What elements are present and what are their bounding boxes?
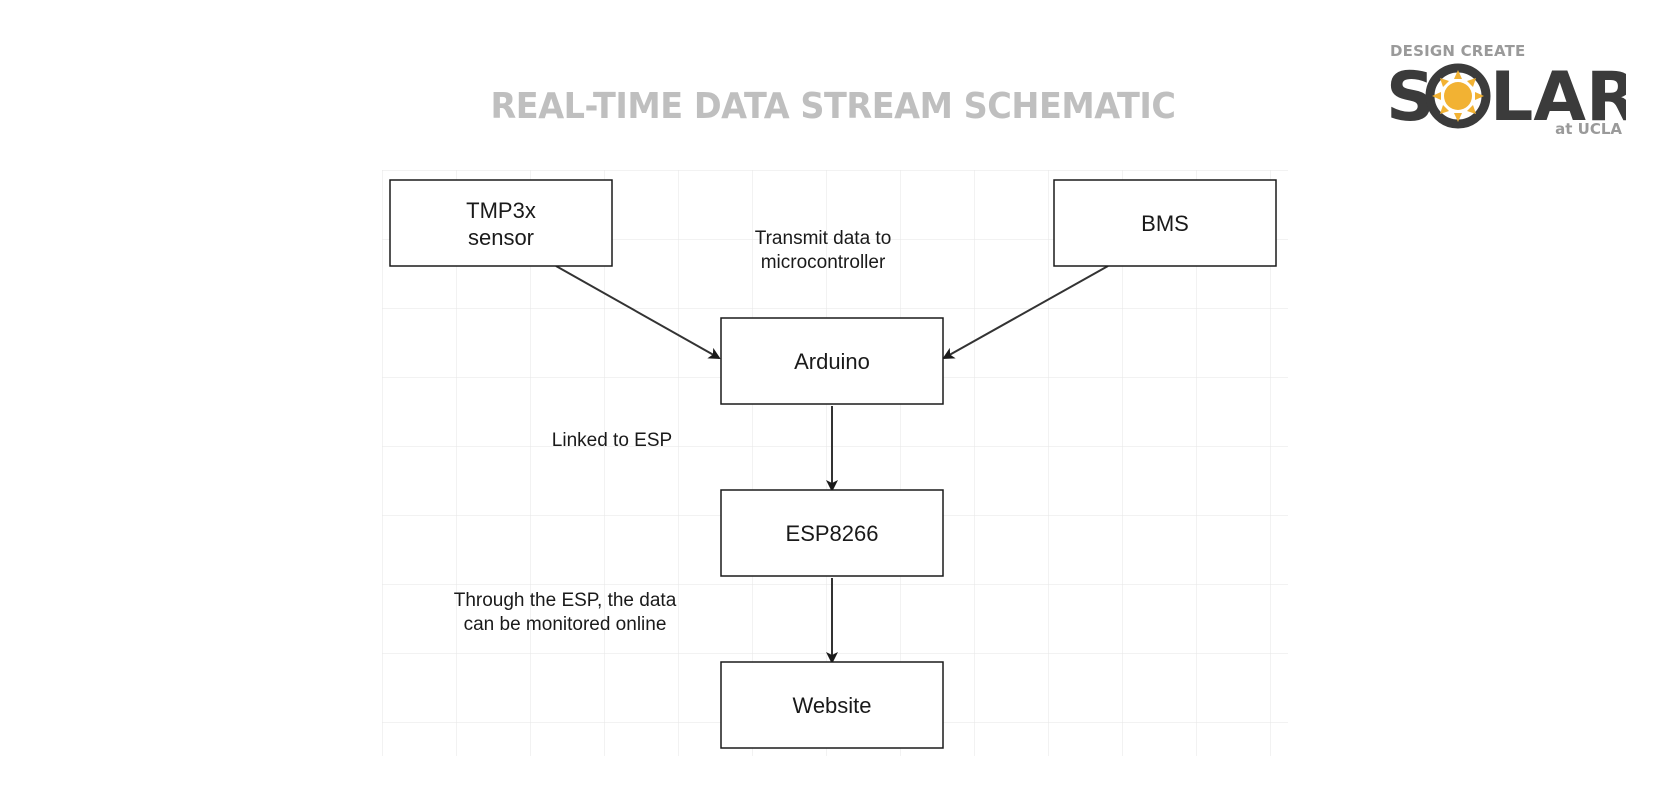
annotation-transmit-line2: microcontroller <box>761 252 886 273</box>
node-esp8266: ESP8266 <box>720 489 944 577</box>
logo-sub-text: at UCLA <box>1555 120 1622 138</box>
solar-wordmark: S LAR <box>1386 58 1626 137</box>
schematic-diagram: TMP3x sensor BMS Arduino ESP8266 Website… <box>382 170 1288 756</box>
node-bms-label: BMS <box>1141 211 1189 236</box>
arrow-bms-to-arduino <box>942 265 1109 359</box>
sun-icon <box>1425 63 1491 129</box>
node-arduino-label: Arduino <box>794 349 870 374</box>
node-tmp3x-sensor: TMP3x sensor <box>389 179 613 267</box>
logo-letters-lar: LAR <box>1490 58 1626 137</box>
node-bms: BMS <box>1053 179 1277 267</box>
node-esp8266-label: ESP8266 <box>786 521 879 546</box>
node-tmp3x-label-line1: TMP3x <box>466 198 536 223</box>
annotation-through-esp-line1: Through the ESP, the data <box>454 590 677 611</box>
node-arduino: Arduino <box>720 317 944 405</box>
annotation-linked-to-esp: Linked to ESP <box>552 430 672 451</box>
slide-title: REAL-TIME DATA STREAM SCHEMATIC <box>490 86 1176 127</box>
annotation-transmit-line1: Transmit data to <box>755 228 892 249</box>
node-website: Website <box>720 661 944 749</box>
node-tmp3x-label-line2: sensor <box>468 225 534 250</box>
arrow-tmp3x-to-arduino <box>555 265 721 359</box>
schematic-canvas: TMP3x sensor BMS Arduino ESP8266 Website… <box>382 170 1288 756</box>
logo-top-text: DESIGN CREATE <box>1390 42 1526 60</box>
node-website-label: Website <box>792 693 871 718</box>
design-create-solar-logo: DESIGN CREATE S LAR at UCLA <box>1386 40 1636 144</box>
annotation-through-esp-line2: can be monitored online <box>464 614 667 635</box>
